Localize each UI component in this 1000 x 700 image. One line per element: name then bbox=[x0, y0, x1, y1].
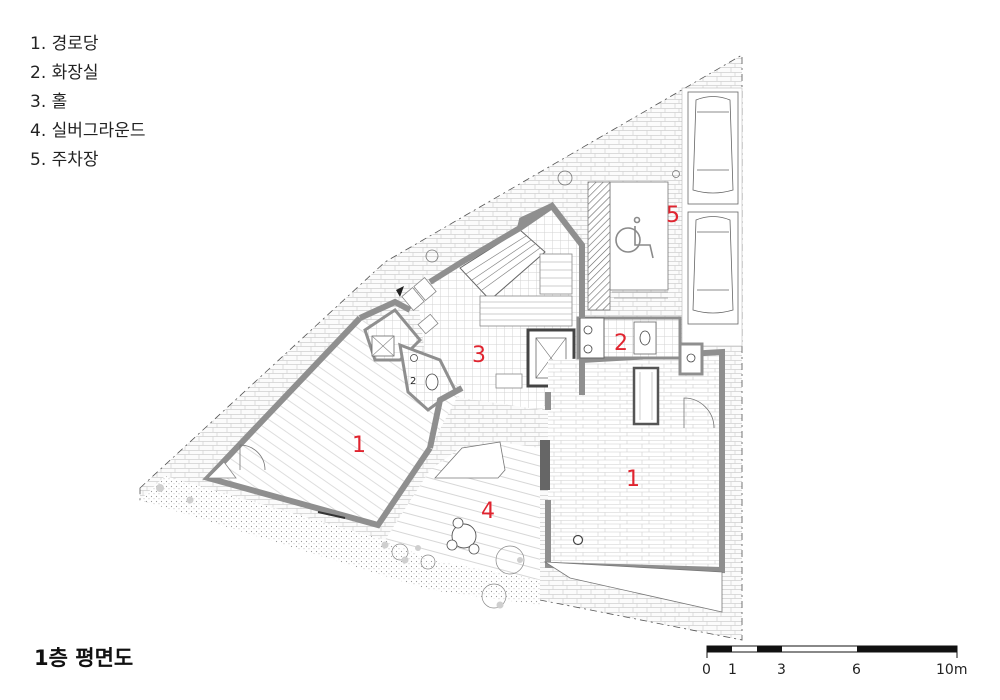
plant-marks bbox=[156, 484, 523, 609]
parking-stall-1 bbox=[687, 91, 739, 205]
legend-num: 2. bbox=[30, 63, 47, 83]
scale-tick-6: 6 bbox=[852, 662, 861, 678]
legend-item-2: 2. 화장실 bbox=[30, 59, 145, 88]
legend-name: 주차장 bbox=[51, 150, 99, 170]
legend-num: 4. bbox=[30, 121, 47, 141]
parking-stall-2 bbox=[687, 211, 739, 325]
legend-item-1: 1. 경로당 bbox=[30, 30, 145, 59]
parking-area bbox=[587, 181, 669, 311]
legend-name: 경로당 bbox=[51, 34, 99, 54]
scale-tick-10m: 10m bbox=[936, 662, 967, 678]
room-label-5: 5 bbox=[666, 203, 680, 228]
room-label-2-right: 2 bbox=[614, 331, 628, 356]
room-label-4: 4 bbox=[481, 499, 495, 524]
toilet-left bbox=[363, 308, 457, 412]
trees bbox=[391, 543, 525, 609]
site-trees bbox=[425, 170, 680, 263]
legend-num: 3. bbox=[30, 92, 47, 112]
scale-tick-3: 3 bbox=[777, 662, 786, 678]
silver-ground bbox=[156, 441, 540, 609]
room-label-3: 3 bbox=[472, 343, 486, 368]
staircase bbox=[459, 229, 573, 327]
scale-bar: 0 1 3 6 10m bbox=[702, 645, 967, 678]
plan-title: 1층 평면도 bbox=[34, 646, 134, 670]
scale-tick-0: 0 bbox=[702, 662, 711, 678]
left-room bbox=[202, 298, 462, 529]
parking-stalls bbox=[687, 91, 739, 325]
room-label-2-left: 2 bbox=[410, 376, 416, 387]
scale-tick-1: 1 bbox=[728, 662, 737, 678]
room-label-1-left: 1 bbox=[352, 433, 366, 458]
hall-walls bbox=[427, 201, 585, 449]
room-legend: 1. 경로당 2. 화장실 3. 홀 4. 실버그라운드 5. 주차장 bbox=[30, 30, 145, 175]
planting-strip bbox=[140, 476, 540, 605]
wheelchair-icon bbox=[615, 216, 654, 259]
north-arrow-icon bbox=[396, 286, 404, 297]
legend-num: 1. bbox=[30, 34, 47, 54]
room-label-1-right: 1 bbox=[626, 467, 640, 492]
bench-table bbox=[446, 517, 480, 555]
toilet-right bbox=[576, 316, 704, 376]
legend-item-4: 4. 실버그라운드 bbox=[30, 117, 145, 146]
legend-name: 화장실 bbox=[51, 63, 99, 83]
legend-name: 홀 bbox=[51, 92, 68, 112]
right-room bbox=[540, 348, 725, 613]
legend-item-3: 3. 홀 bbox=[30, 88, 145, 117]
legend-name: 실버그라운드 bbox=[51, 121, 146, 141]
legend-item-5: 5. 주차장 bbox=[30, 146, 145, 175]
legend-num: 5. bbox=[30, 150, 47, 170]
hall-benches bbox=[401, 277, 523, 389]
parking-walkway bbox=[681, 87, 743, 347]
